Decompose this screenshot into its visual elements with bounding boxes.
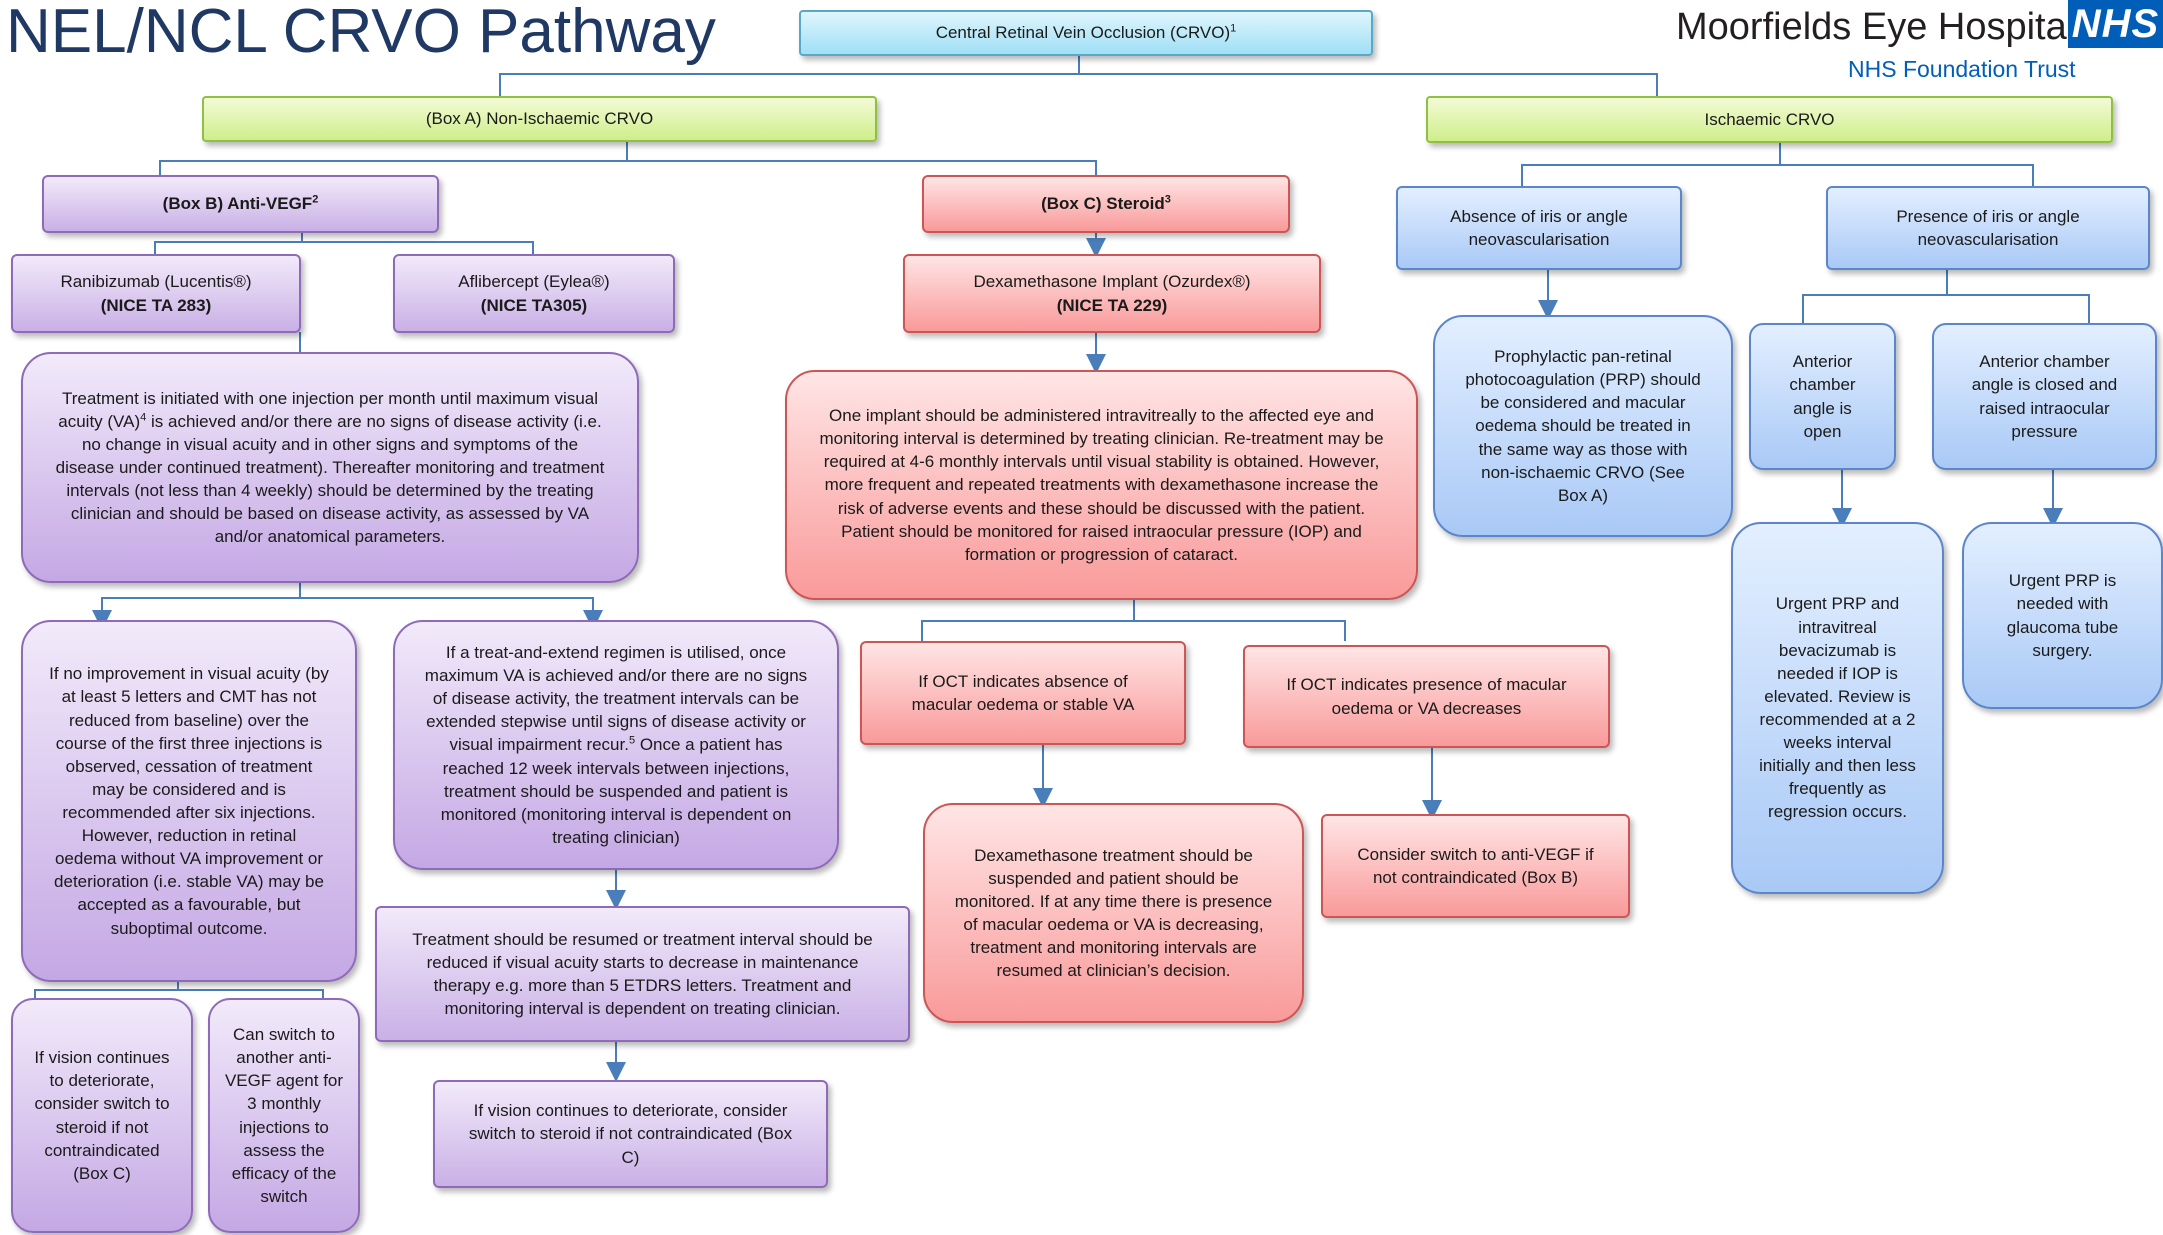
resume-treatment-box: Treatment should be resumed or treatment… <box>375 906 910 1042</box>
ischaemic-crvo-box: Ischaemic CRVO <box>1426 96 2113 143</box>
anti-vegf-box: (Box B) Anti-VEGF2 <box>42 175 439 233</box>
ranibizumab-box: Ranibizumab (Lucentis®) (NICE TA 283) <box>11 254 301 333</box>
nhs-logo-badge: NHS <box>2068 0 2163 48</box>
prophylactic-prp-box: Prophylactic pan-retinal photocoagulatio… <box>1433 315 1733 537</box>
switch-anti-vegf-box: Consider switch to anti-VEGF if not cont… <box>1321 814 1630 918</box>
dexamethasone-implant-box: Dexamethasone Implant (Ozurdex®) (NICE T… <box>903 254 1321 333</box>
urgent-prp-bevacizumab-box: Urgent PRP and intravitreal bevacizumab … <box>1731 522 1944 894</box>
urgent-prp-tube-box: Urgent PRP is needed with glaucoma tube … <box>1962 522 2163 709</box>
dexamethasone-suspend-box: Dexamethasone treatment should be suspen… <box>923 803 1304 1023</box>
oct-absence-box: If OCT indicates absence of macular oede… <box>860 641 1186 745</box>
angle-closed-box: Anterior chamber angle is closed and rai… <box>1932 323 2157 470</box>
continues-switch-steroid-box: If vision continues to deteriorate, cons… <box>11 998 193 1233</box>
crvo-root-box: Central Retinal Vein Occlusion (CRVO)1 <box>799 10 1373 56</box>
treat-and-extend-box: If a treat-and-extend regimen is utilise… <box>393 620 839 870</box>
page-title: NEL/NCL CRVO Pathway <box>6 0 716 66</box>
hospital-logo-subtitle: NHS Foundation Trust <box>1848 56 2076 82</box>
anti-vegf-treatment-box: Treatment is initiated with one injectio… <box>21 352 639 583</box>
switch-agent-box: Can switch to another anti-VEGF agent fo… <box>208 998 360 1233</box>
angle-open-box: Anterior chamber angle is open <box>1749 323 1896 470</box>
non-ischaemic-crvo-box: (Box A) Non-Ischaemic CRVO <box>202 96 877 142</box>
oct-presence-box: If OCT indicates presence of macular oed… <box>1243 645 1610 748</box>
absence-neovascularisation-box: Absence of iris or angle neovascularisat… <box>1396 186 1682 270</box>
hospital-logo-name: Moorfields Eye Hospital <box>1676 6 2076 48</box>
implant-administration-box: One implant should be administered intra… <box>785 370 1418 600</box>
deteriorate-switch-steroid-box: If vision continues to deteriorate, cons… <box>433 1080 828 1188</box>
steroid-box: (Box C) Steroid3 <box>922 175 1290 233</box>
aflibercept-box: Aflibercept (Eylea®) (NICE TA305) <box>393 254 675 333</box>
no-improvement-box: If no improvement in visual acuity (by a… <box>21 620 357 982</box>
presence-neovascularisation-box: Presence of iris or angle neovascularisa… <box>1826 186 2150 270</box>
